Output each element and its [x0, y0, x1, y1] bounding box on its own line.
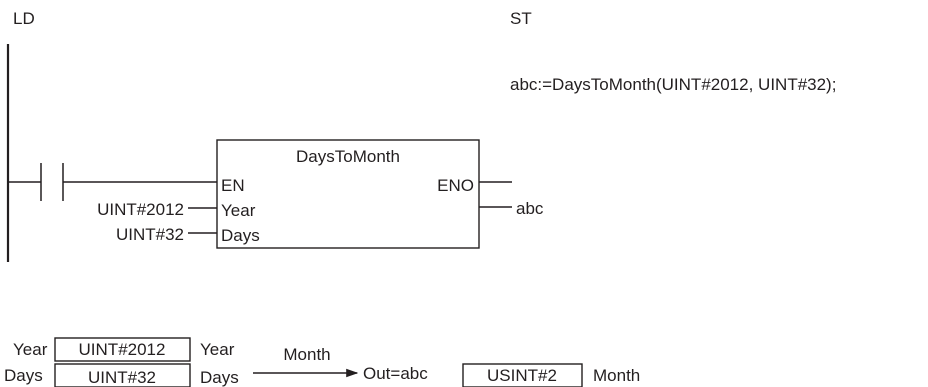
days-pin: Days	[221, 226, 260, 245]
st-code: abc:=DaysToMonth(UINT#2012, UINT#32);	[510, 75, 836, 94]
example-year-value-box	[54, 337, 191, 362]
example-days-label: Days	[4, 366, 43, 385]
eno-pin: ENO	[437, 176, 474, 195]
year-pin: Year	[221, 201, 256, 220]
example-days-value: UINT#32	[88, 368, 156, 387]
function-block-name: DaysToMonth	[296, 147, 400, 166]
year-argument: UINT#2012	[97, 200, 184, 219]
example-out-label: Out=abc	[363, 364, 428, 383]
example-result-label: Month	[593, 366, 640, 385]
example-year-label: Year	[13, 340, 48, 359]
output-variable: abc	[516, 199, 544, 218]
example-year-value: UINT#2012	[79, 340, 166, 359]
example-result-box	[462, 363, 583, 387]
ld-label: LD	[13, 9, 35, 28]
st-label: ST	[510, 9, 532, 28]
example-year-pin: Year	[200, 340, 235, 359]
example-result-value: USINT#2	[487, 366, 557, 385]
en-pin: EN	[221, 176, 245, 195]
example-arrow-label: Month	[283, 345, 330, 364]
days-argument: UINT#32	[116, 225, 184, 244]
example-days-pin: Days	[200, 368, 239, 387]
function-block	[216, 139, 480, 249]
example-days-value-box	[54, 363, 191, 387]
